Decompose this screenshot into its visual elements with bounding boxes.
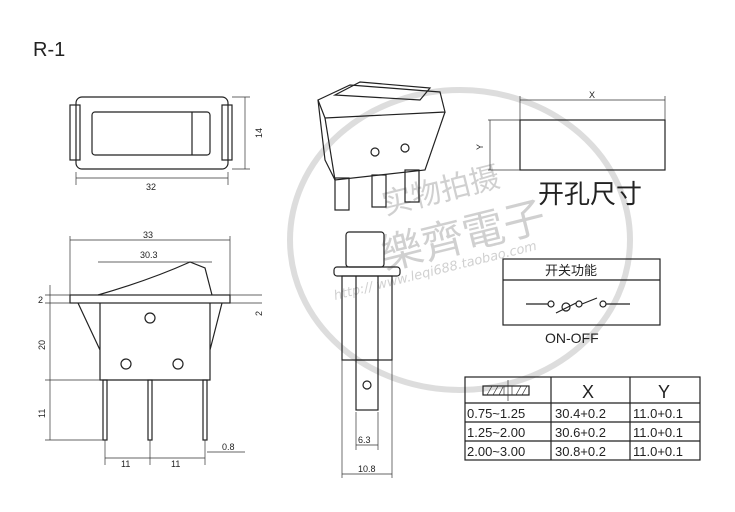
row1-x: 30.4+0.2 [555,406,606,421]
function-type: ON-OFF [545,330,599,346]
model-title: R-1 [33,39,65,61]
front-view: 32 14 [69,96,264,192]
dim-pin-thickness: 0.8 [222,442,235,452]
dim-depth: 10.8 [358,464,376,474]
dim-width: 32 [146,182,156,192]
row3-thickness: 2.00~3.00 [467,444,525,459]
switch-symbol-icon [526,297,630,314]
dim-pitch-2: 11 [171,459,180,469]
row2-y: 11.0+0.1 [633,425,683,440]
row2-x: 30.6+0.2 [555,425,606,440]
dim-pin-length: 11 [37,409,47,418]
cutout-x-label: X [589,90,595,100]
function-header: 开关功能 [545,263,597,278]
dim-body-height: 20 [37,340,47,350]
dim-flange: 2 [38,295,43,305]
dim-height: 14 [254,128,264,138]
dim-flange-right: 2 [254,311,264,316]
cutout-table: X Y 0.75~1.25 30.4+0.2 11.0+0.1 1.25~2.0… [464,376,701,461]
row1-y: 11.0+0.1 [633,406,683,421]
row2-thickness: 1.25~2.00 [467,425,525,440]
row3-y: 11.0+0.1 [633,444,683,459]
dim-overall: 33 [143,230,153,240]
header-y: Y [658,382,670,402]
dim-pitch-1: 11 [121,459,130,469]
cutout-y-label: Y [475,144,485,150]
dim-rocker: 30.3 [140,250,158,260]
header-x: X [582,382,594,402]
isometric-view [317,81,446,211]
cutout-diagram: X Y 开孔尺寸 [475,90,666,209]
side-view: 33 30.3 2 20 11 11 11 0.8 2 [37,230,264,469]
function-box: 开关功能 ON-OFF [502,258,661,346]
panel-thickness-icon [482,380,530,401]
row3-x: 30.8+0.2 [555,444,606,459]
cutout-title: 开孔尺寸 [538,179,642,209]
row1-thickness: 0.75~1.25 [467,406,525,421]
dim-terminal: 6.3 [358,435,371,445]
end-view: 6.3 10.8 [333,231,401,478]
